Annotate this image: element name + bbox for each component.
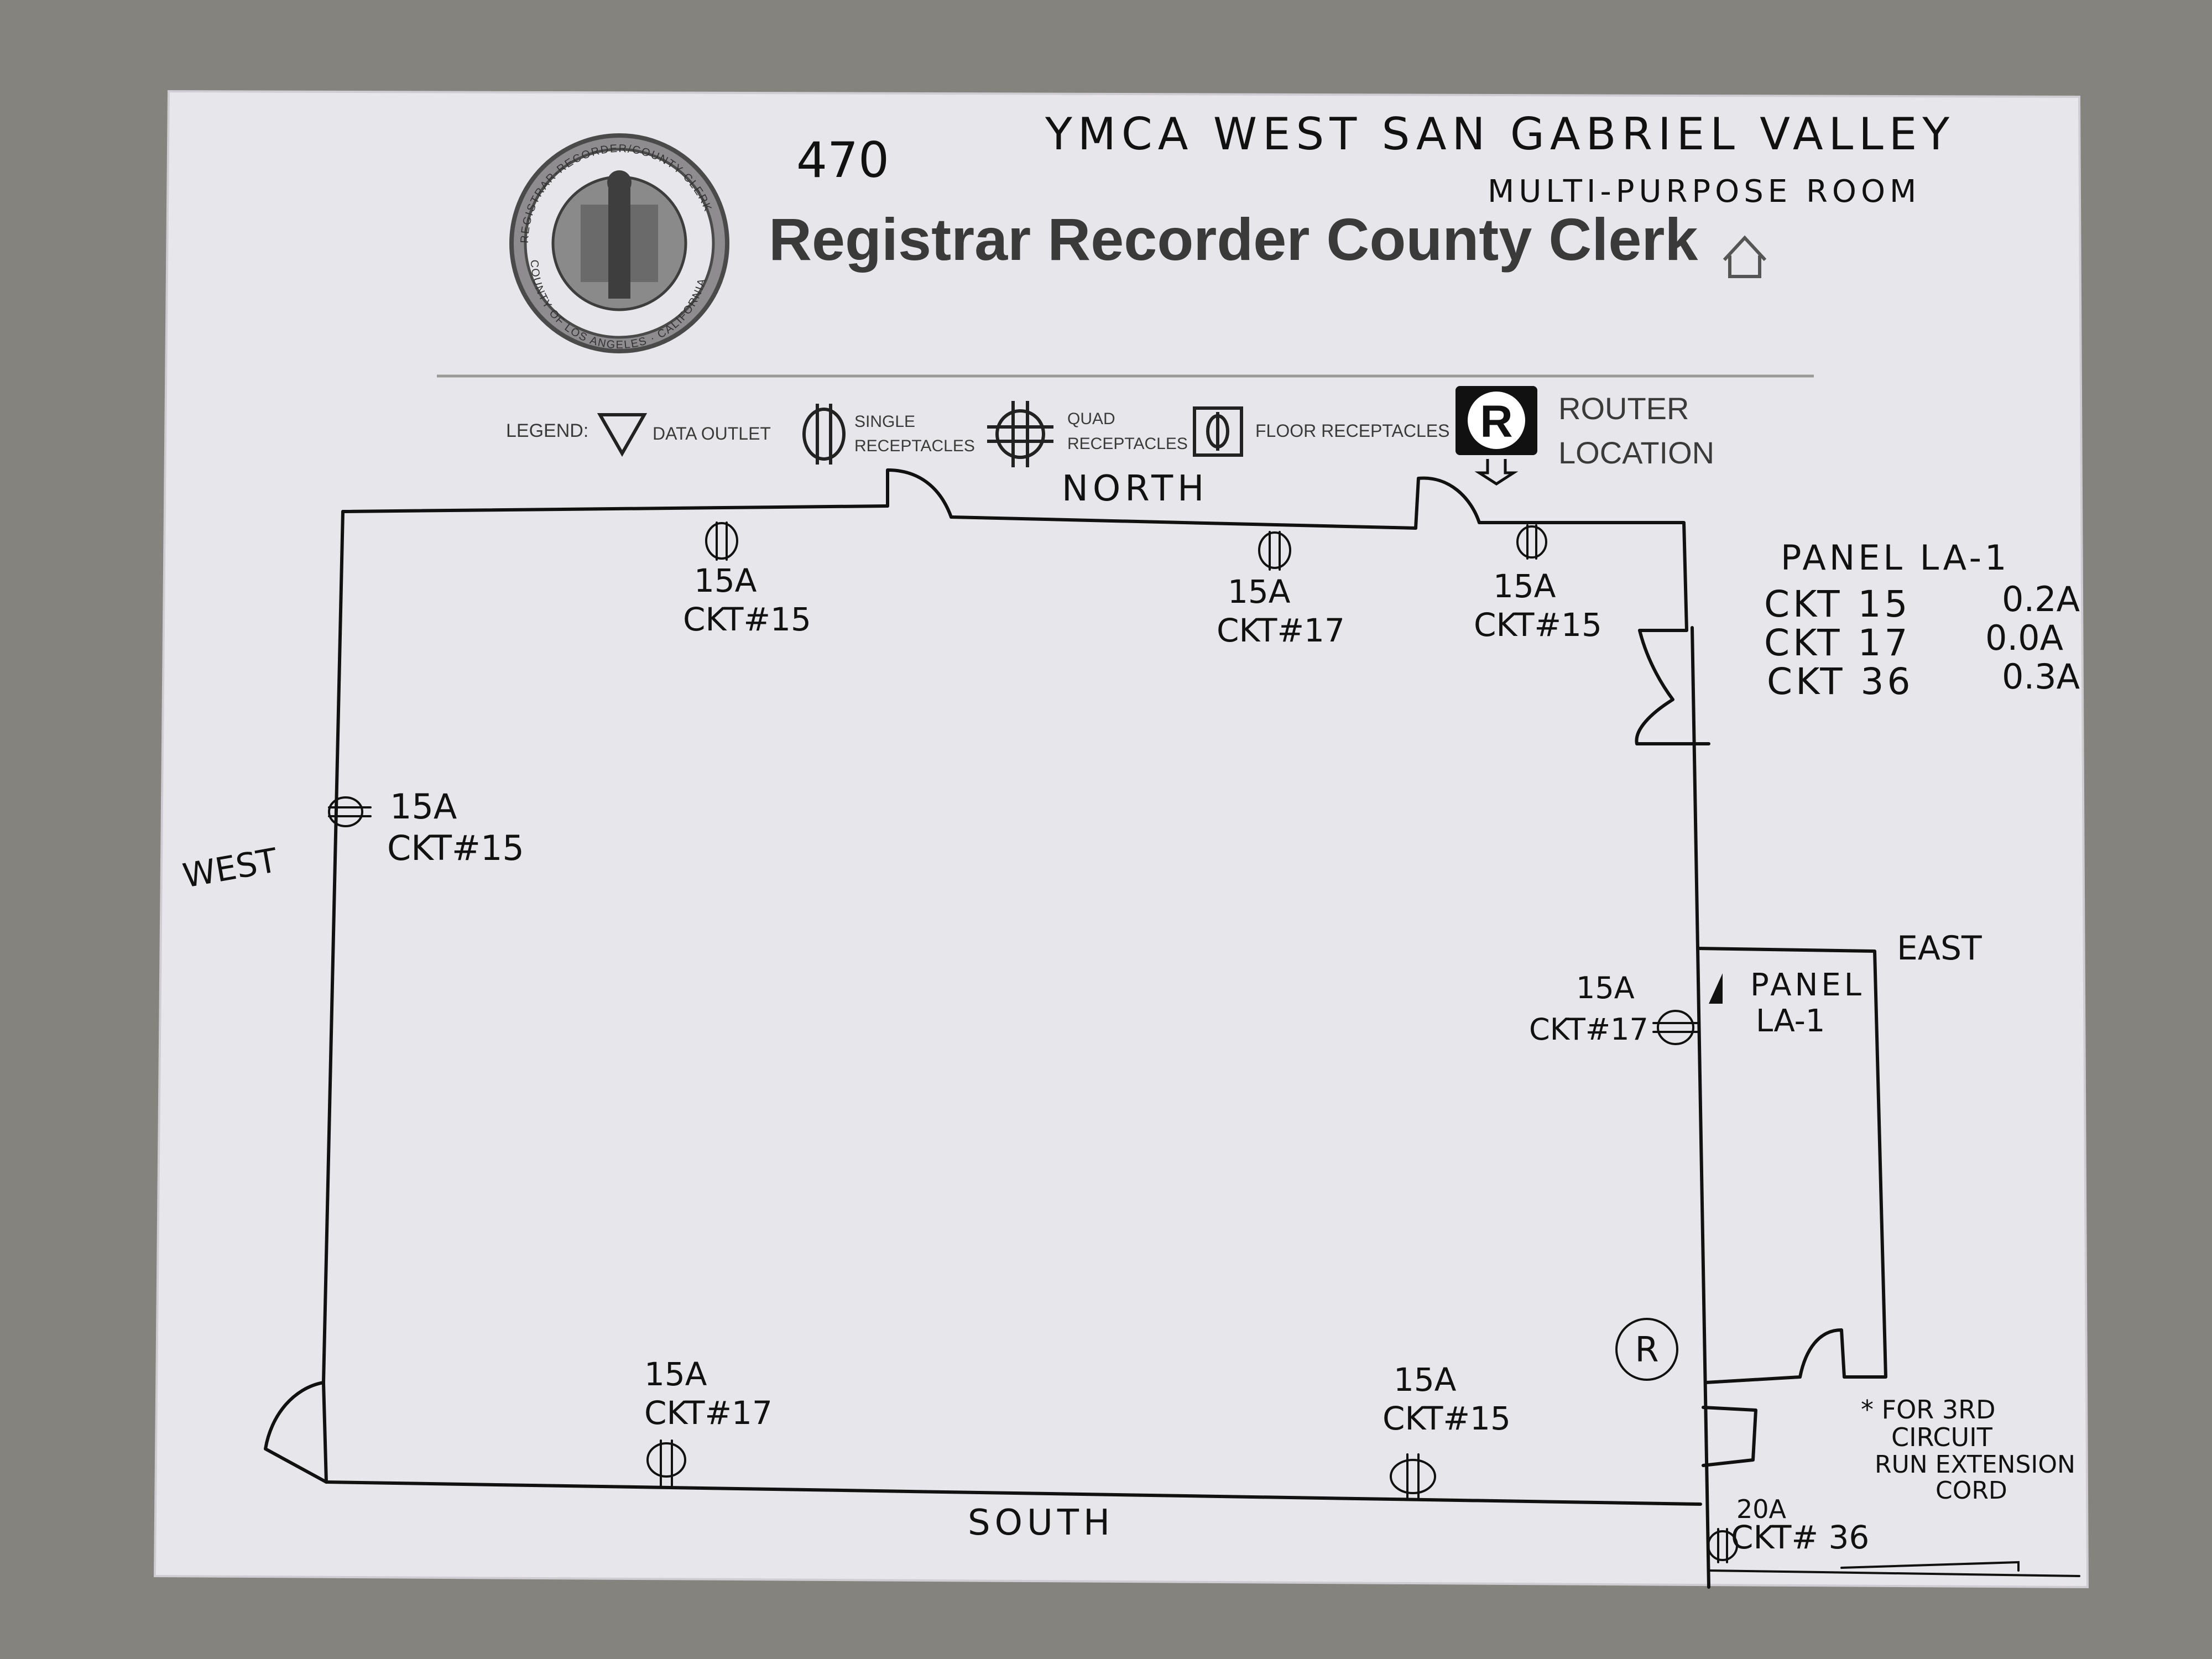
- panel-row-amps: 0.2A: [2002, 579, 2080, 619]
- router-legend-symbol: R: [1480, 397, 1512, 447]
- single-receptacle-icon: [802, 404, 846, 465]
- outlet-west: 15A CKT#15: [328, 786, 524, 868]
- legend: LEGEND: DATA OUTLET SINGLE RECEPTACLES Q…: [506, 386, 1714, 486]
- outlet-circuit: CKT#15: [387, 828, 524, 868]
- legend-label: LEGEND:: [506, 420, 588, 441]
- router-legend-icon: R: [1455, 386, 1537, 486]
- legend-floor: FLOOR RECEPTACLES: [1255, 421, 1449, 441]
- outlet-north-3: 15A CKT#15: [1474, 524, 1602, 644]
- outlet-amps: 20A: [1736, 1494, 1787, 1524]
- county-seal: REGISTRAR-RECORDER/COUNTY CLERK COUNTY O…: [509, 133, 729, 353]
- floor-receptacle-icon: [1193, 406, 1243, 457]
- data-outlet-icon: [597, 413, 648, 457]
- outlet-circuit: CKT#15: [1474, 606, 1602, 644]
- extension-cord-note: * FOR 3RD CIRCUIT RUN EXTENSION CORD: [1861, 1395, 2075, 1505]
- legend-router-2: LOCATION: [1558, 435, 1714, 470]
- panel-marker: [1709, 973, 1723, 1004]
- outlet-circuit: CKT#15: [683, 601, 811, 638]
- printed-title: Registrar Recorder County Clerk: [769, 206, 1698, 273]
- outlet-south-east: 20A CKT# 36: [1707, 1494, 1869, 1563]
- outlet-south-2: 15A CKT#15: [1383, 1361, 1511, 1501]
- outlet-south-1: 15A CKT#17: [644, 1355, 773, 1489]
- panel-room-line2: LA-1: [1756, 1003, 1825, 1039]
- note-line3: RUN EXTENSION: [1875, 1451, 2075, 1479]
- legend-data-outlet: DATA OUTLET: [653, 424, 771, 444]
- quad-receptacle-icon: [987, 401, 1053, 467]
- note-line2: CIRCUIT: [1891, 1422, 1993, 1452]
- legend-router-1: ROUTER: [1558, 391, 1689, 426]
- legend-single-2: RECEPTACLES: [854, 437, 975, 455]
- panel-row-ckt: CKT 36: [1767, 660, 1914, 703]
- legend-single-1: SINGLE: [854, 413, 915, 431]
- outlet-amps: 15A: [1493, 567, 1556, 605]
- home-icon: [1723, 235, 1767, 278]
- outlet-amps: 15A: [1576, 971, 1635, 1005]
- outlet-circuit: CKT#15: [1383, 1400, 1511, 1437]
- wall-east: EAST: [1897, 929, 1982, 968]
- panel-row-amps: 0.0A: [1985, 618, 2063, 658]
- paper-sheet: [155, 91, 2088, 1587]
- outlet-north-1: 15A CKT#15: [683, 521, 811, 638]
- note-line1: * FOR 3RD: [1861, 1395, 1996, 1425]
- outlet-amps: 15A: [694, 562, 757, 599]
- panel-room-line1: PANEL: [1750, 967, 1865, 1003]
- legend-quad-2: RECEPTACLES: [1067, 435, 1188, 453]
- outlet-circuit: CKT#17: [1529, 1012, 1648, 1047]
- note-line4: CORD: [1936, 1477, 2007, 1505]
- outlet-north-2: 15A CKT#17: [1217, 531, 1345, 649]
- outlet-circuit: CKT#17: [644, 1394, 773, 1432]
- floor-plan-outline: [264, 468, 2080, 1589]
- legend-quad-1: QUAD: [1067, 410, 1115, 428]
- room-name: MULTI-PURPOSE ROOM: [1488, 174, 1921, 210]
- panel-row-amps: 0.3A: [2002, 656, 2080, 697]
- panel-summary: PANEL LA-1 CKT 15 0.2A CKT 17 0.0A CKT 3…: [1764, 538, 2080, 703]
- outlet-amps: 15A: [644, 1355, 707, 1393]
- outlet-circuit: CKT# 36: [1731, 1519, 1869, 1556]
- router-location-mark: R: [1615, 1318, 1678, 1381]
- outlet-amps: 15A: [1394, 1361, 1457, 1399]
- wall-south: SOUTH: [968, 1503, 1114, 1543]
- outlet-east: 15A CKT#17: [1529, 971, 1699, 1047]
- outlet-amps: 15A: [1228, 573, 1291, 611]
- panel-row-ckt: CKT 17: [1764, 622, 1911, 664]
- panel-summary-title: PANEL LA-1: [1781, 538, 2010, 578]
- site-name: YMCA WEST SAN GABRIEL VALLEY: [1045, 108, 1955, 160]
- outlet-amps: 15A: [390, 786, 457, 827]
- panel-row-ckt: CKT 15: [1764, 583, 1911, 625]
- router-mark-letter: R: [1635, 1329, 1658, 1370]
- room-number: 470: [796, 132, 889, 189]
- wall-north: NORTH: [1062, 468, 1208, 509]
- outlet-circuit: CKT#17: [1217, 612, 1345, 649]
